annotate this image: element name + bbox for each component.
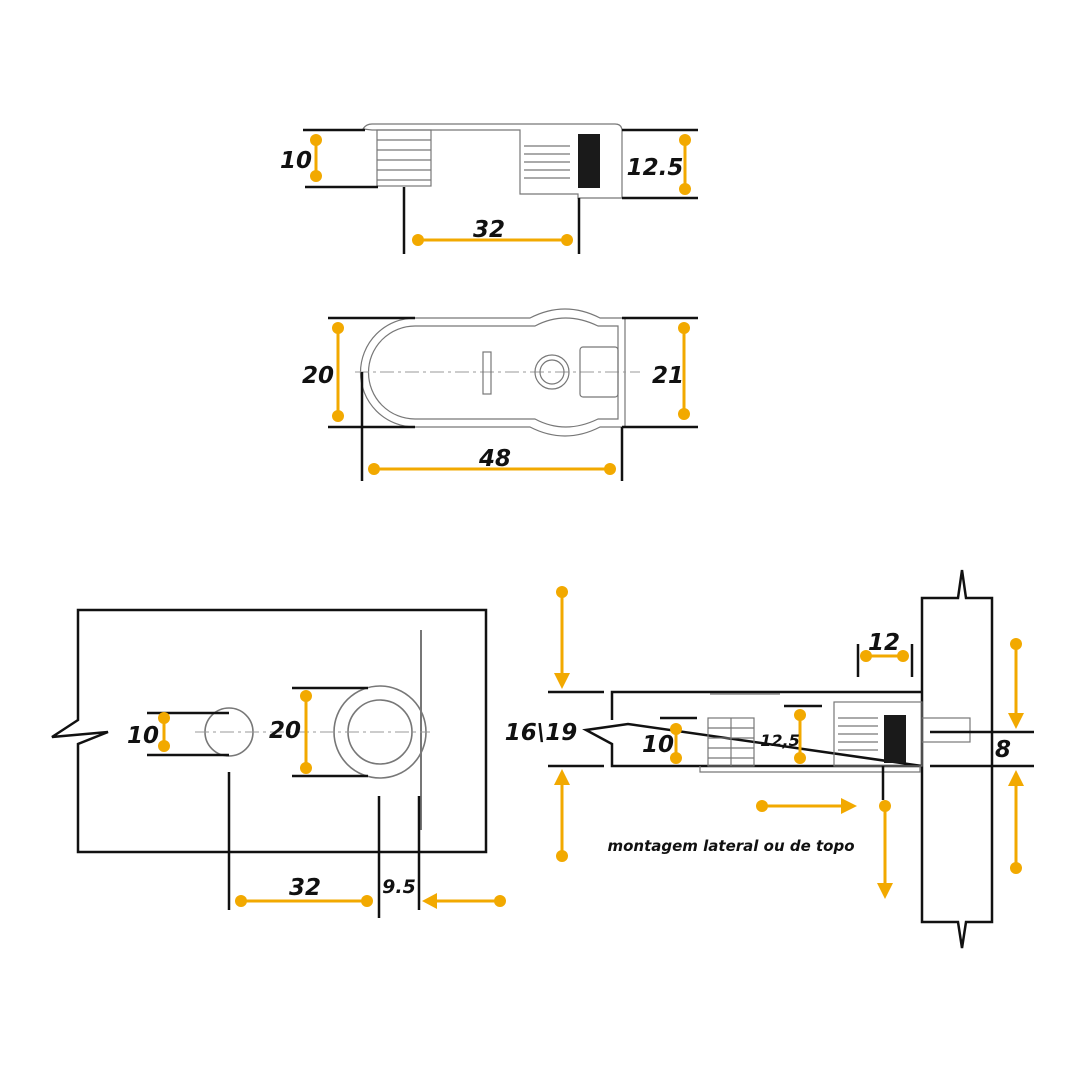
drill-small-hole-label: 10 bbox=[127, 723, 159, 749]
plan-left-height-label: 20 bbox=[302, 363, 334, 389]
dimension-arrow bbox=[412, 234, 573, 246]
side-spacing-label: 32 bbox=[473, 217, 505, 243]
plan-length-label: 48 bbox=[478, 446, 511, 472]
assembly-panel-thickness-label: 16\19 bbox=[505, 720, 577, 746]
drill-spacing-label: 32 bbox=[289, 875, 321, 901]
dimension-arrow bbox=[158, 712, 170, 752]
mounting-direction-arrow bbox=[756, 798, 857, 814]
plan-view-part bbox=[355, 308, 640, 437]
wall-panel-outline bbox=[920, 569, 994, 949]
dimension-arrow bbox=[332, 322, 344, 422]
side-left-height-label: 10 bbox=[280, 148, 312, 174]
dimension-arrow bbox=[554, 586, 570, 689]
assembly-large-body-label: 12,5 bbox=[760, 731, 799, 750]
drilling-view: 10 20 32 9.5 bbox=[51, 608, 506, 918]
side-right-height-label: 12.5 bbox=[627, 155, 684, 181]
edge-offset-arrow bbox=[422, 893, 506, 909]
dimension-arrow bbox=[679, 134, 691, 195]
assembly-top-width-label: 12 bbox=[868, 630, 900, 656]
drill-large-hole-label: 20 bbox=[269, 718, 301, 744]
dimension-arrow bbox=[794, 709, 806, 764]
side-view: 10 12.5 32 bbox=[280, 123, 698, 254]
dimension-arrow bbox=[1008, 638, 1024, 729]
dimension-arrow bbox=[554, 769, 570, 862]
dimension-arrow bbox=[860, 650, 909, 662]
mounting-note: montagem lateral ou de topo bbox=[607, 837, 854, 855]
panel-outline bbox=[51, 608, 488, 854]
dimension-arrow bbox=[300, 690, 312, 774]
dimension-arrow bbox=[678, 322, 690, 420]
drill-edge-offset-label: 9.5 bbox=[382, 876, 416, 898]
plan-view: 20 21 48 bbox=[302, 308, 698, 481]
dimension-arrow bbox=[1008, 770, 1024, 874]
mounting-direction-arrow bbox=[877, 800, 893, 899]
dimension-arrow bbox=[670, 723, 682, 764]
assembly-small-body-label: 10 bbox=[642, 732, 674, 758]
assembly-part bbox=[699, 693, 971, 773]
assembly-view: 16\19 10 12,5 12 8 montagem lateral ou d… bbox=[505, 569, 1034, 949]
dimension-arrow bbox=[310, 134, 322, 182]
assembly-pin-label: 8 bbox=[995, 737, 1011, 763]
plan-right-height-label: 21 bbox=[652, 363, 684, 389]
side-view-part bbox=[362, 123, 623, 199]
dimension-arrow bbox=[235, 895, 373, 907]
dimension-arrow bbox=[368, 463, 616, 475]
